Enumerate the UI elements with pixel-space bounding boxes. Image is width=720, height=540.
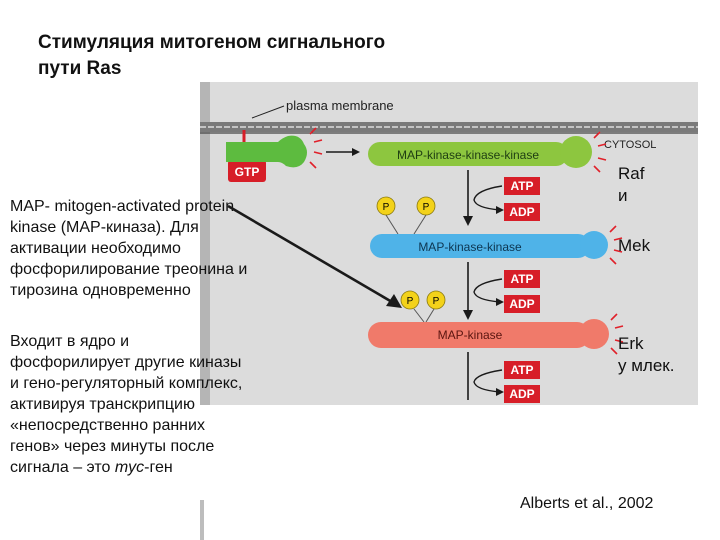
decorative-divider bbox=[200, 500, 204, 540]
mapkkk-head bbox=[560, 136, 592, 168]
activation-arrow-head bbox=[352, 148, 360, 156]
atp-badge bbox=[504, 361, 540, 379]
pointer-arrow-head bbox=[386, 294, 402, 308]
desc2-line: фосфорилирует другие киназы bbox=[10, 354, 242, 371]
mapk-head bbox=[579, 319, 609, 349]
atp-label: ATP bbox=[510, 363, 533, 377]
raf-line-1: Raf bbox=[618, 164, 645, 183]
phosphate-link bbox=[413, 308, 425, 323]
mapk-label: MAP-kinase bbox=[438, 328, 503, 342]
ras-active-rays bbox=[309, 127, 323, 169]
atp-consumption-curve bbox=[473, 278, 503, 303]
map-kinase-description: MAP- mitogen-activated protein kinase (M… bbox=[10, 196, 315, 301]
adp-label: ADP bbox=[509, 387, 534, 401]
mapkk-head bbox=[580, 231, 608, 259]
gtp-label: GTP bbox=[235, 165, 260, 179]
phosphate-4-label: P bbox=[433, 296, 440, 307]
desc1-line: фосфорилирование треонина и bbox=[10, 261, 248, 278]
pointer-arrow-line bbox=[227, 204, 393, 304]
desc2-line: генов» через минуты после bbox=[10, 438, 215, 455]
adp-badge bbox=[504, 203, 540, 221]
cytosol-label: CYTOSOL bbox=[604, 139, 656, 151]
atp-badge bbox=[504, 177, 540, 195]
mapkk-active-rays bbox=[609, 225, 623, 265]
adp-label: ADP bbox=[509, 297, 534, 311]
atp-badge bbox=[504, 270, 540, 288]
mapkkk-label: MAP-kinase-kinase-kinase bbox=[397, 148, 539, 162]
mapkkk-protein bbox=[368, 142, 568, 166]
erk-line-1: Erk bbox=[618, 334, 644, 353]
desc2-line: Входит в ядро и bbox=[10, 333, 130, 350]
title-line-1: Стимуляция митогеном сигнального bbox=[38, 32, 386, 53]
phosphate-1-label: P bbox=[383, 202, 390, 213]
mapkk-protein bbox=[370, 234, 590, 258]
title-line-2: пути Ras bbox=[38, 58, 122, 79]
adp-badge bbox=[504, 385, 540, 403]
phosphate-link bbox=[425, 308, 435, 323]
mapkk-label: MAP-kinase-kinase bbox=[418, 240, 522, 254]
atp-consumption-curve bbox=[473, 185, 503, 211]
adp-arrow-head bbox=[496, 388, 504, 396]
mapk-active-rays bbox=[610, 313, 624, 355]
adp-arrow-head bbox=[496, 206, 504, 214]
desc2-prefix: сигнала – это bbox=[10, 459, 115, 476]
cascade-arrow-2-head bbox=[463, 310, 473, 320]
desc1-line: MAP- mitogen-activated protein bbox=[10, 198, 235, 215]
erk-line-2: у млек. bbox=[618, 356, 675, 375]
gtp-badge bbox=[228, 160, 266, 182]
ras-pathway-figure: plasma membrane CYTOSOL GTP MAP-kinase-k… bbox=[200, 82, 698, 405]
phosphate-3 bbox=[400, 290, 420, 310]
desc2-suffix: -ген bbox=[144, 459, 173, 476]
atp-label: ATP bbox=[510, 272, 533, 286]
desc1-line: kinase (MAP-киназа). Для bbox=[10, 219, 199, 236]
phosphate-4 bbox=[426, 290, 446, 310]
citation: Alberts et al., 2002 bbox=[520, 495, 654, 512]
nuclear-entry-description: Входит в ядро и фосфорилирует другие кин… bbox=[10, 331, 310, 478]
desc1-line: активации необходимо bbox=[10, 240, 181, 257]
slide-title: Стимуляция митогеном сигнального пути Ra… bbox=[38, 30, 498, 82]
desc1-line: тирозина одновременно bbox=[10, 282, 191, 299]
cascade-arrow-1-head bbox=[463, 216, 473, 226]
mapk-protein bbox=[368, 322, 590, 348]
erk-label: Erk у млек. bbox=[618, 333, 674, 377]
phosphate-2-label: P bbox=[423, 202, 430, 213]
raf-label: Raf и bbox=[618, 163, 644, 207]
phosphate-3-label: P bbox=[407, 296, 414, 307]
myc-gene-name: myc bbox=[114, 459, 145, 476]
atp-label: ATP bbox=[510, 179, 533, 193]
desc2-line: сигнала – это myc-ген bbox=[10, 457, 310, 478]
desc2-line: «непосредственно ранних bbox=[10, 417, 205, 434]
desc2-line: и гено-регуляторный комплекс, bbox=[10, 375, 243, 392]
atp-consumption-curve bbox=[473, 369, 503, 393]
raf-line-2: и bbox=[618, 186, 628, 205]
desc2-line: активируя транскрипцию bbox=[10, 396, 195, 413]
adp-label: ADP bbox=[509, 205, 534, 219]
mapkkk-active-rays bbox=[593, 131, 607, 173]
figure-left-edge bbox=[200, 82, 210, 405]
plasma-membrane-pointer bbox=[251, 105, 285, 119]
adp-badge bbox=[504, 295, 540, 313]
plasma-membrane-label: plasma membrane bbox=[286, 98, 394, 113]
ras-protein bbox=[226, 135, 307, 168]
phosphate-link bbox=[413, 214, 427, 235]
mek-label: Mek bbox=[618, 236, 651, 255]
adp-arrow-head bbox=[496, 298, 504, 306]
phosphate-link bbox=[385, 214, 399, 235]
